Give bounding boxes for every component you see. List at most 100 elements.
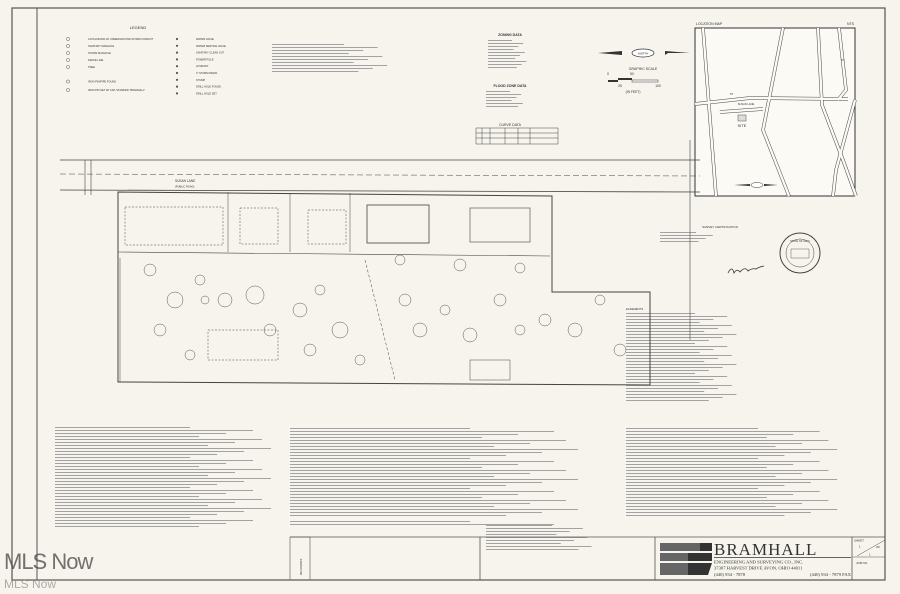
small-text-line: [488, 46, 519, 47]
small-text-line: [626, 461, 820, 462]
small-text-line: [272, 44, 344, 45]
building: [366, 204, 430, 244]
small-text-line: [626, 482, 811, 483]
small-text-line: [626, 328, 718, 329]
small-text-line: [626, 388, 718, 389]
tree-icon: [263, 323, 277, 337]
scale-tick: 100: [655, 84, 661, 88]
small-text-line: [626, 349, 714, 350]
nts-label: NTS: [847, 22, 855, 26]
tree-icon: [412, 322, 428, 338]
legend-symbol-icon: [175, 65, 179, 68]
small-text-line: [626, 364, 737, 365]
small-text-line: [290, 440, 566, 441]
building: [469, 207, 531, 243]
zoning-data-title: ZONING DATA: [498, 33, 522, 37]
small-text-line: [486, 537, 588, 538]
tree-icon: [303, 343, 317, 357]
small-text-line: [488, 58, 516, 59]
small-text-line: [626, 361, 705, 362]
curve-data-table: [475, 127, 559, 145]
small-text-line: [290, 503, 530, 504]
tree-icon: [153, 323, 167, 337]
scale-units: (IN FEET): [626, 90, 641, 94]
signature: [727, 265, 765, 275]
job-number-label: JOB NO.: [856, 561, 868, 565]
site-plan: [59, 140, 701, 386]
small-text-line: [55, 481, 244, 482]
tree-icon: [514, 324, 526, 336]
small-text-line: [290, 488, 470, 489]
legend: LEGEND CATCH BASIN W/ UNDERGROUND STORM …: [66, 25, 226, 95]
legend-symbol-icon: [175, 44, 179, 47]
tree-icon: [594, 294, 606, 306]
small-text-line: [55, 520, 253, 521]
small-text-line: [55, 436, 199, 437]
legend-symbol-icon: [175, 78, 179, 81]
small-text-line: [272, 53, 349, 54]
small-text-line: [486, 106, 518, 107]
sheet-number: 1: [859, 545, 861, 549]
small-text-line: [290, 524, 554, 525]
small-text-line: [626, 355, 732, 356]
small-text-line: [290, 461, 554, 462]
small-text-line: [626, 376, 728, 377]
small-text-line: [626, 373, 695, 374]
small-text-line: [290, 512, 542, 513]
surveyor-seal: STATE OF OHIO: [779, 232, 821, 274]
legend-symbol-icon: [175, 37, 179, 41]
legend-item: HYDRANT: [196, 64, 209, 68]
small-text-line: [55, 505, 208, 506]
small-text-line: [290, 434, 518, 435]
legend-item: IRON PIN/PIPE FOUND: [88, 80, 116, 84]
small-text-line: [626, 449, 838, 450]
legend-item: TREE: [88, 65, 95, 69]
easements-label: EASEMENTS: [626, 307, 643, 311]
legend-item: STORM MANHOLE: [88, 51, 111, 55]
small-text-line: [486, 103, 523, 104]
legend-item: 4" STORM DRAIN: [196, 71, 217, 75]
tree-icon: [217, 292, 233, 308]
small-text-line: [55, 457, 190, 458]
tree-icon: [245, 285, 265, 305]
small-text-line: [626, 379, 714, 380]
small-text-line: [55, 493, 226, 494]
small-text-line: [626, 476, 776, 477]
small-text-line: [626, 385, 732, 386]
tree-icon: [567, 322, 583, 338]
small-text-line: [626, 488, 758, 489]
small-text-line: [626, 331, 705, 332]
small-text-line: [660, 241, 699, 242]
small-text-line: [55, 475, 208, 476]
small-text-line: [660, 232, 696, 233]
scale-tick: 50: [630, 72, 634, 76]
legend-item: SANITARY MANHOLE: [88, 44, 115, 48]
graphic-scale-title: GRAPHIC SCALE: [629, 67, 658, 71]
small-text-line: [55, 469, 262, 470]
flood-zone-title: FLOOD ZONE DATA: [493, 84, 527, 88]
tree-icon: [462, 327, 478, 343]
north-label: NORTH: [638, 52, 649, 56]
small-text-line: [290, 455, 506, 456]
small-text-line: [626, 382, 700, 383]
legend-symbol-icon: [66, 44, 70, 48]
tree-icon: [493, 293, 507, 307]
text-blocks: [55, 40, 838, 550]
small-text-line: [290, 452, 542, 453]
seal-text: STATE OF OHIO: [790, 239, 810, 243]
small-text-line: [626, 464, 794, 465]
small-text-line: [55, 439, 262, 440]
tree-icon: [314, 284, 326, 296]
small-text-line: [626, 352, 700, 353]
small-text-line: [488, 49, 514, 50]
small-text-line: [626, 397, 723, 398]
bramhall-logo: [660, 543, 712, 575]
small-text-line: [290, 446, 494, 447]
small-text-line: [290, 491, 554, 492]
small-text-line: [626, 443, 802, 444]
small-text-line: [626, 509, 838, 510]
building: [307, 209, 347, 245]
small-text-line: [290, 494, 518, 495]
legend-item: SANITARY CLEAN OUT: [196, 51, 225, 55]
tree-icon: [613, 343, 627, 357]
